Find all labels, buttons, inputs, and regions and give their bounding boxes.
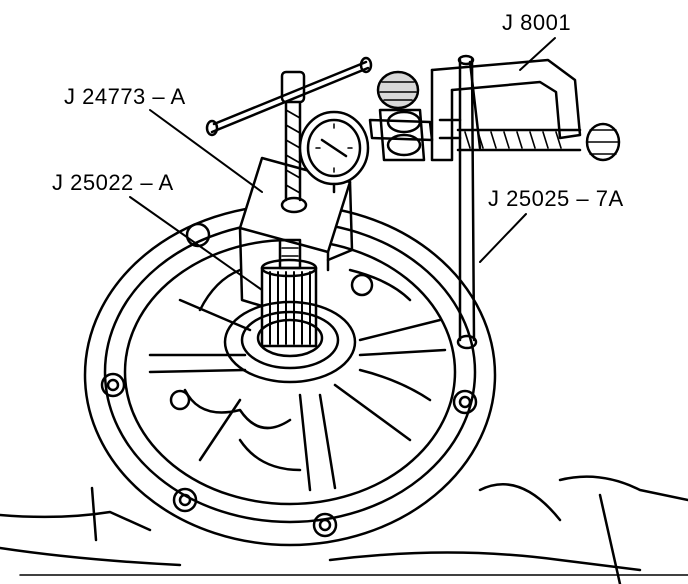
- callout-j24773-a: J 24773 – A: [64, 84, 186, 109]
- leader-j25022: [129, 196, 263, 291]
- callout-j25022-a: J 25022 – A: [52, 170, 174, 195]
- adjusting-knob: [368, 70, 434, 162]
- leader-lines: [129, 37, 556, 291]
- dial-indicator: [298, 110, 370, 194]
- c-clamp-j8001: [430, 58, 621, 162]
- bench-surface: [0, 475, 688, 584]
- leader-j24773: [149, 109, 263, 193]
- center-hub: [223, 300, 357, 384]
- post-j25025: [438, 54, 478, 350]
- forcing-screw: [205, 56, 373, 270]
- callout-j25025-7a: J 25025 – 7A: [488, 186, 624, 211]
- leader-j8001: [519, 37, 556, 71]
- leader-j25025: [479, 213, 527, 263]
- callout-j8001: J 8001: [502, 10, 572, 35]
